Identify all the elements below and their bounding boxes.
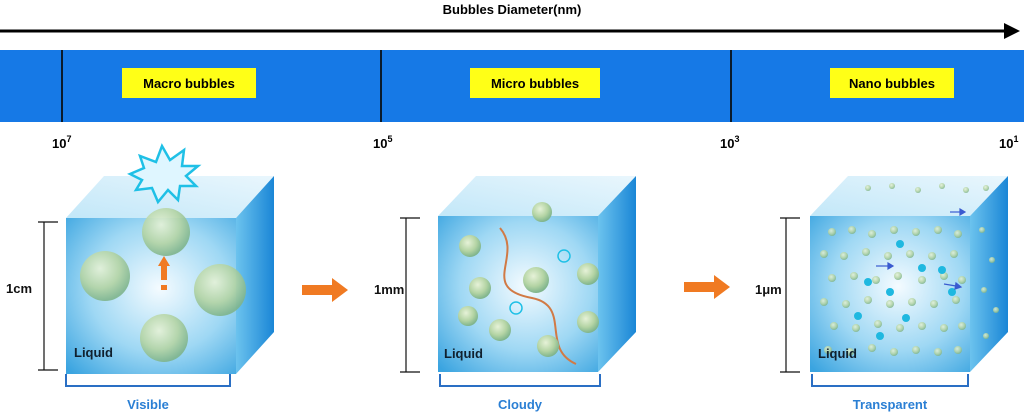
arrow-right-icon [684, 275, 730, 299]
arrow-right-icon [302, 278, 348, 302]
bracket-macro [65, 374, 231, 387]
band-divider-3 [730, 50, 732, 122]
label-macro-bubbles: Macro bubbles [122, 68, 256, 98]
caption-transparent: Transparent [852, 397, 928, 412]
caption-cloudy: Cloudy [497, 397, 543, 412]
axis-title: Bubbles Diameter(nm) [442, 2, 582, 17]
caption-visible: Visible [127, 397, 169, 412]
liquid-label-macro: Liquid [74, 345, 113, 360]
label-nano-bubbles: Nano bubbles [830, 68, 954, 98]
tick-1e3: 103 [720, 134, 740, 151]
size-label-1mm: 1mm [374, 282, 405, 297]
bracket-nano [811, 374, 969, 387]
band-divider-1 [61, 50, 63, 122]
cube-nano [780, 176, 1008, 373]
nano-motion-arrows [876, 207, 967, 290]
liquid-label-micro: Liquid [444, 346, 483, 361]
cube-micro [400, 176, 636, 373]
tick-1e5: 105 [373, 134, 393, 151]
liquid-label-nano: Liquid [818, 346, 857, 361]
tick-1e1: 101 [999, 134, 1019, 151]
nano-bubble-stars [854, 240, 956, 340]
bracket-micro [439, 374, 601, 387]
label-micro-bubbles: Micro bubbles [470, 68, 600, 98]
nano-bubble-field [820, 183, 999, 356]
size-label-1um: 1μm [755, 282, 782, 297]
band-divider-2 [380, 50, 382, 122]
size-label-1cm: 1cm [6, 281, 33, 296]
tick-1e7: 107 [52, 134, 72, 151]
axis-arrow [0, 23, 1020, 39]
cube-macro [38, 143, 274, 374]
